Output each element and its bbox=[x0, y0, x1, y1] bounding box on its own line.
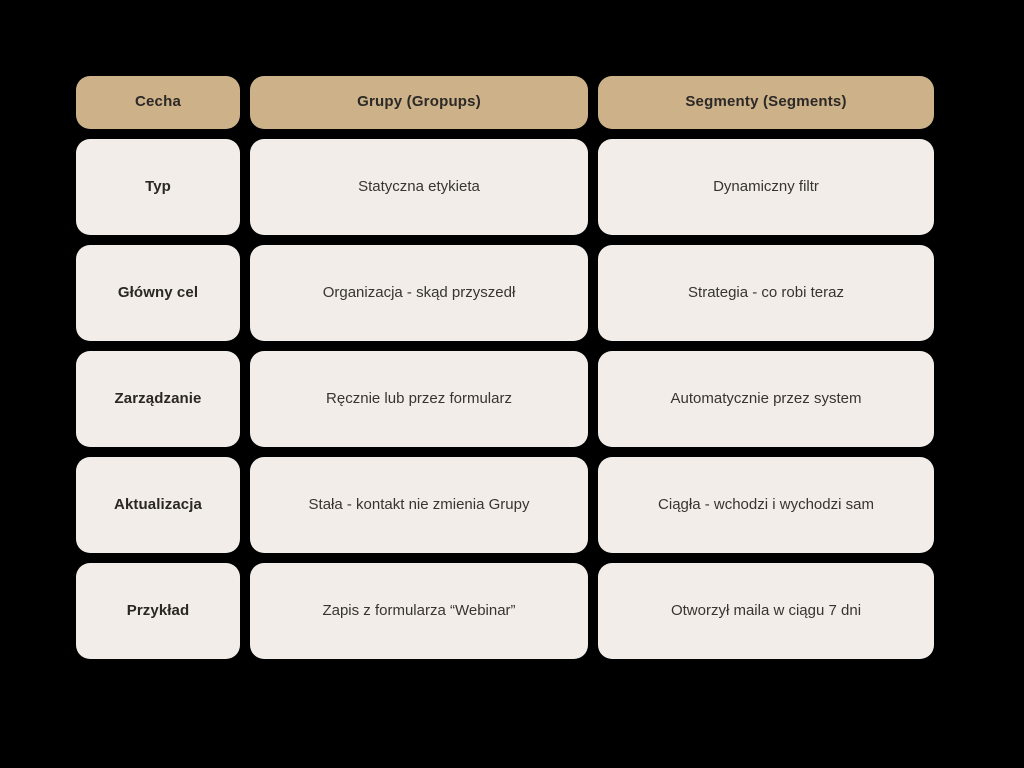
row-value-segments: Otworzył maila w ciągu 7 dni bbox=[598, 563, 934, 659]
row-value-groups: Ręcznie lub przez formularz bbox=[250, 351, 588, 447]
table-row: Zarządzanie Ręcznie lub przez formularz … bbox=[76, 351, 934, 447]
row-label: Zarządzanie bbox=[76, 351, 240, 447]
row-value-segments: Automatycznie przez system bbox=[598, 351, 934, 447]
row-label: Aktualizacja bbox=[76, 457, 240, 553]
table-header-cell-feature: Cecha bbox=[76, 76, 240, 129]
row-label: Główny cel bbox=[76, 245, 240, 341]
table-row: Aktualizacja Stała - kontakt nie zmienia… bbox=[76, 457, 934, 553]
table-row: Typ Statyczna etykieta Dynamiczny filtr bbox=[76, 139, 934, 235]
row-value-groups: Zapis z formularza “Webinar” bbox=[250, 563, 588, 659]
row-label: Przykład bbox=[76, 563, 240, 659]
row-value-groups: Statyczna etykieta bbox=[250, 139, 588, 235]
row-value-groups: Stała - kontakt nie zmienia Grupy bbox=[250, 457, 588, 553]
table-row: Przykład Zapis z formularza “Webinar” Ot… bbox=[76, 563, 934, 659]
row-value-groups: Organizacja - skąd przyszedł bbox=[250, 245, 588, 341]
comparison-table: Cecha Grupy (Gropups) Segmenty (Segments… bbox=[76, 76, 934, 659]
row-label: Typ bbox=[76, 139, 240, 235]
row-value-segments: Strategia - co robi teraz bbox=[598, 245, 934, 341]
table-row: Główny cel Organizacja - skąd przyszedł … bbox=[76, 245, 934, 341]
table-header-row: Cecha Grupy (Gropups) Segmenty (Segments… bbox=[76, 76, 934, 129]
table-header-cell-segments: Segmenty (Segments) bbox=[598, 76, 934, 129]
row-value-segments: Ciągła - wchodzi i wychodzi sam bbox=[598, 457, 934, 553]
table-header-cell-groups: Grupy (Gropups) bbox=[250, 76, 588, 129]
row-value-segments: Dynamiczny filtr bbox=[598, 139, 934, 235]
